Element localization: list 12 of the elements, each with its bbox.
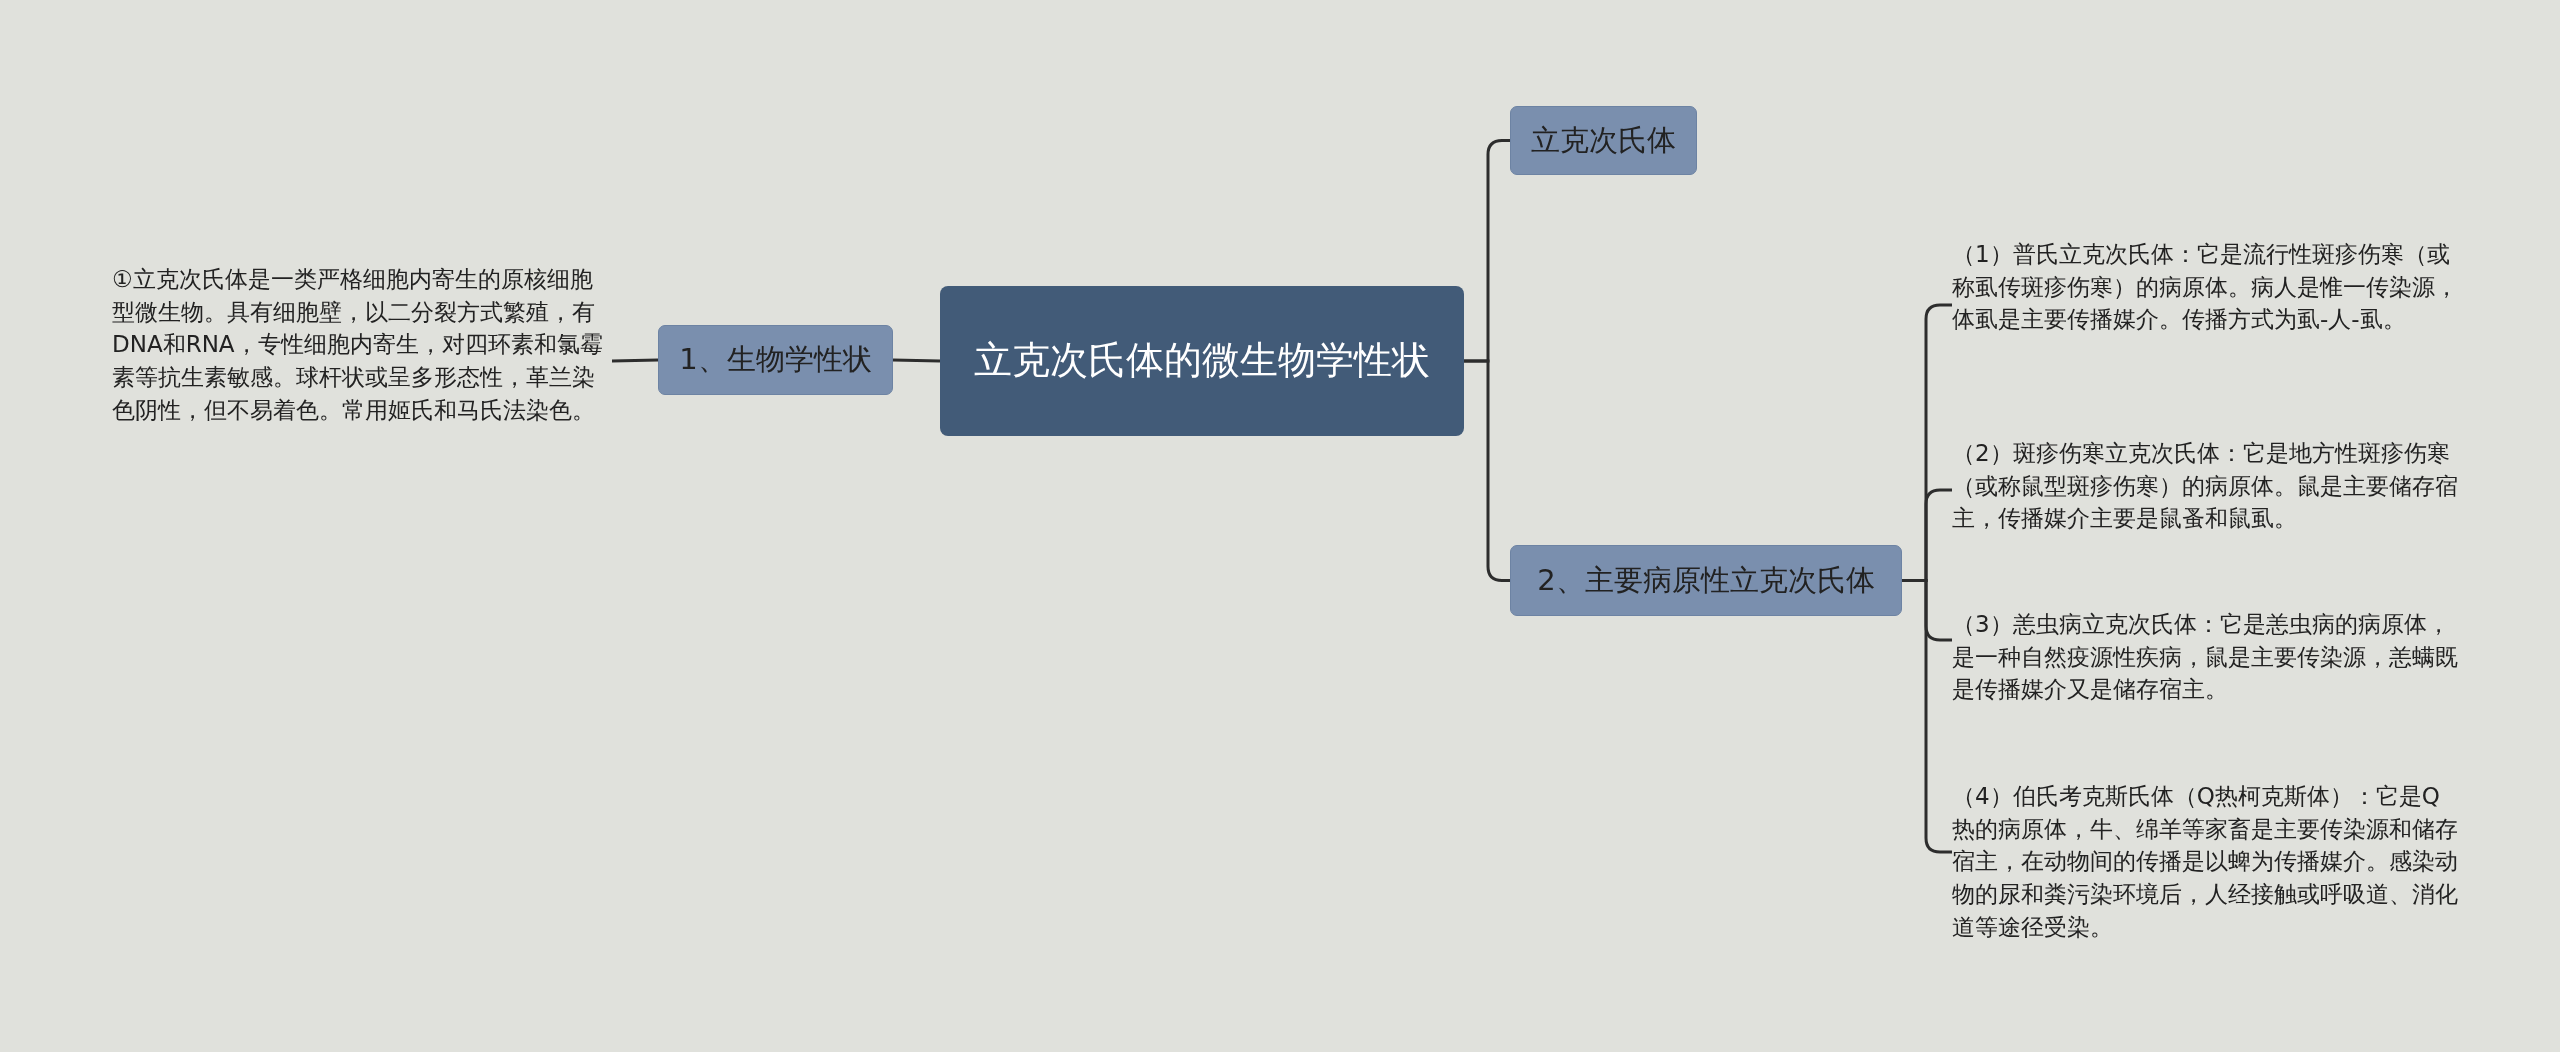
note-text: ①立克次氏体是一类严格细胞内寄生的原核细胞型微生物。具有细胞壁，以二分裂方式繁殖，有DNA和RNA，专性细胞内寄生，对四环素和氯霉素等抗生素敏感。球杆状或呈多形态性，革兰染色阴性，但不易着色。常用姬氏和马氏法染色。 (112, 265, 604, 425)
central-topic-box: 立克次氏体的微生物学性状 (940, 286, 1464, 436)
connector-line (892, 358, 941, 363)
connector-line (1464, 359, 1510, 582)
note-text: （4）伯氏考克斯氏体（Q热柯克斯体）：它是Q热的病原体，牛、绵羊等家畜是主要传染源和储存宿主，在动物间的传播是以蜱为传播媒介。感染动物的尿和粪污染环境后，人经接触或呼吸道、消化道等途径受染。 (1952, 782, 2459, 942)
note-text: （2）斑疹伤寒立克次氏体：它是地方性斑疹伤寒（或称鼠型斑疹伤寒）的病原体。鼠是主要储存宿主，传播媒介主要是鼠蚤和鼠虱。 (1952, 439, 2459, 534)
topic-box: 立克次氏体 (1510, 106, 1697, 175)
note-text: （1）普氏立克次氏体：它是流行性斑疹伤寒（或称虱传斑疹伤寒）的病原体。病人是惟一传染源，体虱是主要传播媒介。传播方式为虱-人-虱。 (1952, 240, 2459, 335)
topic-box: 1、生物学性状 (658, 325, 893, 395)
note-text: （3）恙虫病立克次氏体：它是恙虫病的病原体，是一种自然疫源性疾病，鼠是主要传染源，恙螨既是传播媒介又是储存宿主。 (1952, 610, 2459, 705)
topic-box: 2、主要病原性立克次氏体 (1510, 545, 1902, 616)
connector-line (611, 358, 659, 363)
